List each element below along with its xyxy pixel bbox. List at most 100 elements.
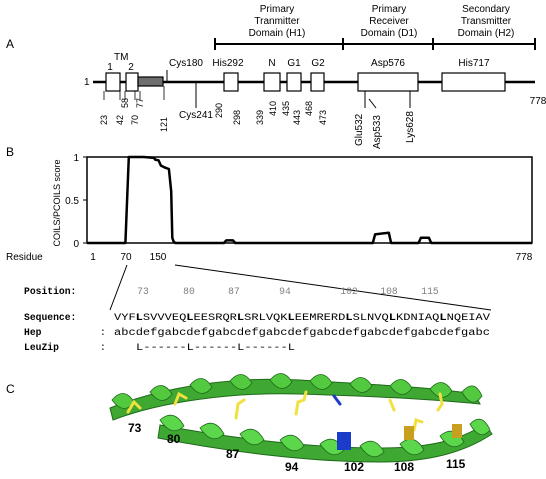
sequence-leucine: L	[439, 312, 446, 323]
tm2-box	[125, 72, 139, 92]
pos-468: 468	[304, 101, 314, 116]
pos-435: 435	[281, 101, 291, 116]
pos-473: 473	[318, 110, 328, 125]
helix-back-turns	[111, 373, 483, 409]
domain-d1-line1: Primary	[372, 4, 406, 15]
sequence-segment: SLNVQ	[353, 312, 389, 323]
asp533-label: Asp533	[372, 115, 383, 149]
sequence-leucine: L	[345, 312, 352, 323]
sequence-segment: EEMRERD	[295, 312, 346, 323]
sequence-segment: NQEIAV	[447, 312, 491, 323]
seqpos-94: 94	[279, 286, 291, 297]
ytick-label-0: 0	[73, 239, 79, 250]
coils-series-line	[87, 155, 532, 245]
domain-h2-line2: Transmitter	[461, 16, 512, 27]
pos-23: 23	[99, 115, 109, 125]
heptad-text: abcdefgabcdefgabcdefgabcdefgabcdefgabcde…	[114, 327, 490, 338]
helix-ribbon	[109, 373, 493, 463]
seqpos-102: 102	[340, 286, 358, 297]
helix-residue-labels: 73 80 87 94 102 108 115	[128, 421, 466, 474]
chart-ylabel: COILS/PCOILS score	[52, 159, 62, 246]
protein-end-label: 778	[530, 96, 546, 107]
domain-h1-line2: Tranmitter	[254, 16, 300, 27]
seqpos-87: 87	[228, 286, 240, 297]
pos-410: 410	[268, 101, 278, 116]
tm2-label: 2	[128, 62, 134, 73]
helix-label-73: 73	[128, 421, 142, 435]
domain-h1-line3: Domain (H1)	[249, 28, 306, 39]
pos-121: 121	[159, 117, 169, 132]
domain-h1-line1: Primary	[260, 4, 294, 15]
sequence-leucine: L	[288, 312, 295, 323]
asp576-label: Asp576	[371, 58, 405, 69]
panel-label-b: B	[6, 145, 14, 159]
sequence-row-label: Sequence:	[24, 312, 76, 323]
zoom-line-right	[174, 264, 492, 311]
panel-label-a: A	[6, 37, 14, 51]
sidechain-orange-115	[452, 424, 462, 438]
his717-label: His717	[458, 58, 490, 69]
domain-d1-line3: Domain (D1)	[361, 28, 418, 39]
cys241-label: Cys241	[179, 110, 213, 121]
asp533-tick	[368, 98, 377, 109]
xtick-label-1: 1	[90, 252, 96, 263]
receiver-box	[357, 72, 419, 92]
sequence-segment: VYF	[114, 312, 136, 323]
coils-chart: 1 0.5 0	[65, 153, 533, 250]
pos-58: 58	[120, 98, 130, 108]
sequence-segment: SVVVEQ	[143, 312, 187, 323]
glu532-label: Glu532	[354, 113, 365, 146]
xtick-label-150: 150	[150, 252, 167, 263]
cys180-label: Cys180	[169, 58, 203, 69]
domain-h2-line3: Domain (H2)	[458, 28, 515, 39]
sidechain-blue-back	[332, 394, 342, 406]
sequence-leucine: L	[136, 312, 143, 323]
domain-brackets	[214, 38, 536, 50]
lys628-label: Lys628	[405, 111, 416, 143]
chart-frame	[86, 156, 533, 244]
g1-box-label: G1	[287, 58, 301, 69]
sequence-leucine: L	[186, 312, 193, 323]
his292-label: His292	[212, 58, 244, 69]
domain-d1-line2: Receiver	[369, 16, 409, 27]
g2-box-label: G2	[311, 58, 325, 69]
pos-42: 42	[115, 115, 125, 125]
residue-label: Residue	[6, 252, 43, 263]
leuzip-colon: :	[100, 342, 106, 353]
position-numbers: 23 42 58 70 77 121 290 298 339 410 435 4…	[99, 98, 328, 132]
g2-box	[310, 72, 325, 92]
xtick-label-778: 778	[516, 252, 533, 263]
seqpos-108: 108	[380, 286, 398, 297]
helix-label-87: 87	[226, 447, 240, 461]
pos-443: 443	[292, 110, 302, 125]
helix-label-115: 115	[446, 457, 466, 471]
hep-row-label: Hep	[24, 327, 42, 338]
h-box	[223, 72, 239, 92]
leuzip-row-label: LeuZip	[24, 342, 59, 353]
pos-298: 298	[232, 110, 242, 125]
g1-box	[286, 72, 302, 92]
sidechain-blue-front	[337, 432, 351, 450]
ytick-label-0.5: 0.5	[65, 196, 79, 207]
seqpos-115: 115	[421, 286, 439, 297]
helix-label-108: 108	[394, 460, 414, 474]
sequence-segment: KDNIAQ	[396, 312, 440, 323]
helix-label-102: 102	[344, 460, 364, 474]
pos-77: 77	[135, 98, 145, 108]
sequence-leucine: L	[237, 312, 244, 323]
sidechain-orange-108	[404, 426, 414, 440]
ytick-label-1: 1	[73, 153, 79, 164]
pos-339: 339	[255, 110, 265, 125]
panel-label-c: C	[6, 382, 15, 396]
protein-start-label: 1	[84, 77, 90, 88]
sequence-segment: SRLVQK	[244, 312, 288, 323]
seqpos-73: 73	[137, 286, 149, 297]
pos-70: 70	[130, 115, 140, 125]
pos-290: 290	[214, 103, 224, 118]
position-row: 73 80 87 94 102 108 115	[137, 286, 439, 297]
tm1-label: 1	[107, 62, 113, 73]
sidechains-yellow	[126, 390, 444, 432]
hamp-box	[137, 76, 164, 87]
